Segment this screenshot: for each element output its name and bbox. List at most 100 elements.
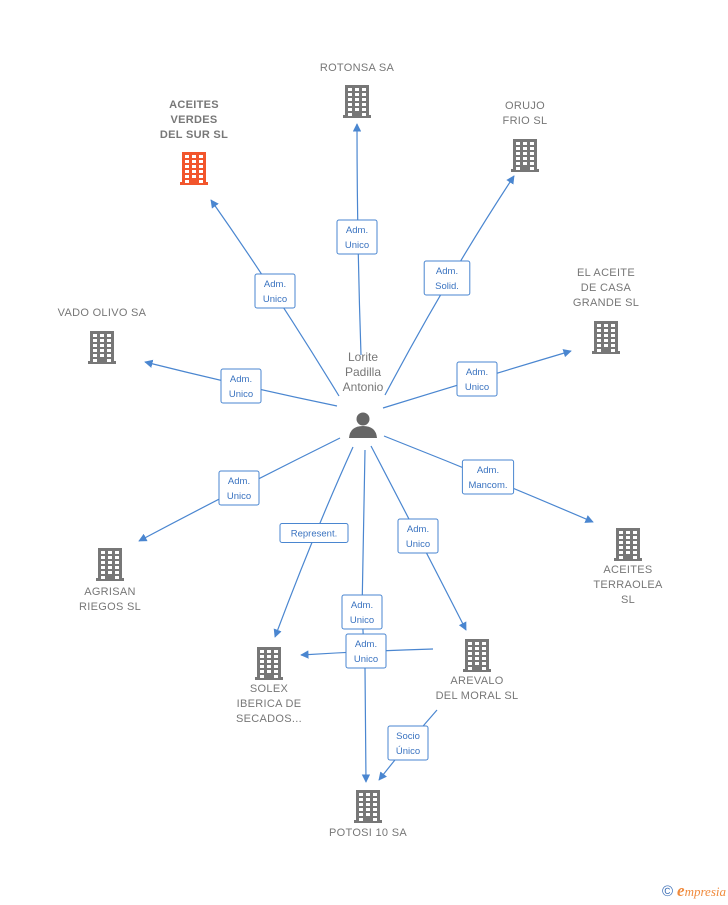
- company-label: VERDES: [170, 114, 217, 126]
- company-label: EL ACEITE: [577, 267, 635, 279]
- edge-label[interactable]: Adm. Unico: [218, 470, 260, 506]
- company-node-aceites-terraolea[interactable]: ACEITES TERRAOLEA SL: [593, 528, 663, 606]
- company-node-solex[interactable]: SOLEX IBERICA DE SECADOS...: [236, 647, 302, 725]
- edge-label-box: [336, 219, 378, 255]
- edge-label-box: [461, 459, 515, 495]
- company-label: RIEGOS SL: [79, 601, 141, 613]
- edge-labels-layer: Adm.UnicoAdm.UnicoAdm.Solid.Adm.UnicoAdm…: [218, 219, 515, 761]
- edge-label-text: Socio: [396, 731, 420, 742]
- edge-label-box: [218, 470, 260, 506]
- edge-label-text: Adm.: [346, 225, 368, 236]
- edge-label[interactable]: Adm. Unico: [456, 361, 498, 397]
- company-node-orujo[interactable]: ORUJO FRIO SL: [503, 100, 548, 172]
- company-label: SOLEX: [250, 683, 289, 695]
- building-icon: [354, 790, 382, 823]
- edge-label-box: [254, 273, 296, 309]
- company-label: ROTONSA SA: [320, 62, 395, 74]
- company-label: ORUJO: [505, 100, 545, 112]
- edge-label-text: Adm.: [230, 374, 252, 385]
- company-label: DEL MORAL SL: [436, 690, 519, 702]
- edge-label[interactable]: Adm. Unico: [336, 219, 378, 255]
- company-node-arevalo[interactable]: AREVALO DEL MORAL SL: [436, 639, 519, 702]
- edge-label-text: Único: [396, 746, 420, 757]
- edge-label-box: [279, 523, 349, 543]
- edge-label-text: Adm.: [477, 465, 499, 476]
- edge-label-text: Adm.: [407, 524, 429, 535]
- person-label: Lorite: [348, 350, 378, 364]
- company-label: ACEITES: [603, 564, 652, 576]
- edge-label-text: Solid.: [435, 281, 459, 292]
- building-icon: [255, 647, 283, 680]
- building-icon: [96, 548, 124, 581]
- company-node-vado-olivo[interactable]: VADO OLIVO SA: [58, 307, 147, 364]
- edge-label-text: Unico: [350, 615, 374, 626]
- company-label: SL: [621, 594, 635, 606]
- building-icon: [343, 85, 371, 118]
- company-node-agrisan[interactable]: AGRISAN RIEGOS SL: [79, 548, 141, 613]
- company-label: DE CASA: [581, 282, 632, 294]
- edge-label-text: Unico: [227, 491, 251, 502]
- edge-label[interactable]: Adm. Unico: [341, 594, 383, 630]
- company-label: TERRAOLEA: [593, 579, 663, 591]
- company-label: POTOSI 10 SA: [329, 827, 407, 839]
- building-icon: [592, 321, 620, 354]
- edge-label-text: Adm.: [355, 639, 377, 650]
- company-label: IBERICA DE: [237, 698, 302, 710]
- edge-label-text: Unico: [263, 294, 287, 305]
- company-label: AGRISAN: [84, 586, 136, 598]
- edge-label[interactable]: Adm. Solid.: [423, 260, 471, 296]
- edge-label-box: [456, 361, 498, 397]
- empresia-logo[interactable]: ©empresia: [662, 881, 726, 901]
- person-label: Padilla: [345, 365, 381, 379]
- person-label: Antonio: [343, 380, 384, 394]
- edge-label[interactable]: Adm. Mancom.: [461, 459, 515, 495]
- edge-label-text: Unico: [354, 654, 378, 665]
- company-label: AREVALO: [450, 675, 503, 687]
- edge-label-text: Unico: [229, 389, 253, 400]
- company-label: DEL SUR SL: [160, 129, 228, 141]
- building-icon: [180, 152, 208, 185]
- edge-label[interactable]: Adm. Unico: [254, 273, 296, 309]
- edge-label-text: Adm.: [436, 266, 458, 277]
- nodes-layer: ROTONSA SA ACEITES VERDES DEL SUR SL ORUJO FR…: [58, 62, 663, 839]
- company-label: SECADOS...: [236, 713, 302, 725]
- edge-label-box: [397, 518, 439, 554]
- edge-label-text: Unico: [406, 539, 430, 550]
- edge-label-box: [220, 368, 262, 404]
- edge-label-text: Unico: [465, 382, 489, 393]
- company-label: GRANDE SL: [573, 297, 639, 309]
- edge-label-text: Adm.: [264, 279, 286, 290]
- edge-label-text: Mancom.: [468, 480, 507, 491]
- edge-label[interactable]: Adm. Unico: [220, 368, 262, 404]
- copyright-icon: ©: [661, 883, 674, 900]
- building-icon: [463, 639, 491, 672]
- company-node-potosi[interactable]: POTOSI 10 SA: [329, 790, 407, 839]
- building-icon: [614, 528, 642, 561]
- edge-label-box: [423, 260, 471, 296]
- brand-name: mpresia: [684, 884, 726, 899]
- edge-label-text: Adm.: [466, 367, 488, 378]
- company-label: FRIO SL: [503, 115, 548, 127]
- edge-label[interactable]: Represent.: [279, 523, 349, 543]
- building-icon: [88, 331, 116, 364]
- edge-label[interactable]: Adm. Unico: [345, 633, 387, 669]
- company-node-el-aceite[interactable]: EL ACEITE DE CASA GRANDE SL: [573, 267, 639, 354]
- edge-label-text: Adm.: [351, 600, 373, 611]
- company-label: ACEITES: [169, 99, 219, 111]
- edge-label-text: Adm.: [228, 476, 250, 487]
- edge-label-text: Unico: [345, 240, 369, 251]
- edge-label-box: [341, 594, 383, 630]
- building-icon: [511, 139, 539, 172]
- company-label: VADO OLIVO SA: [58, 307, 147, 319]
- edge-label[interactable]: Adm. Unico: [397, 518, 439, 554]
- brand-initial: e: [677, 881, 685, 900]
- person-icon: [349, 412, 377, 438]
- company-node-rotonsa[interactable]: ROTONSA SA: [320, 62, 395, 118]
- edge-label-text: Represent.: [291, 529, 337, 540]
- edge-label-box: [387, 725, 429, 761]
- edge-label-box: [345, 633, 387, 669]
- company-node-aceites-verdes[interactable]: ACEITES VERDES DEL SUR SL: [160, 99, 228, 185]
